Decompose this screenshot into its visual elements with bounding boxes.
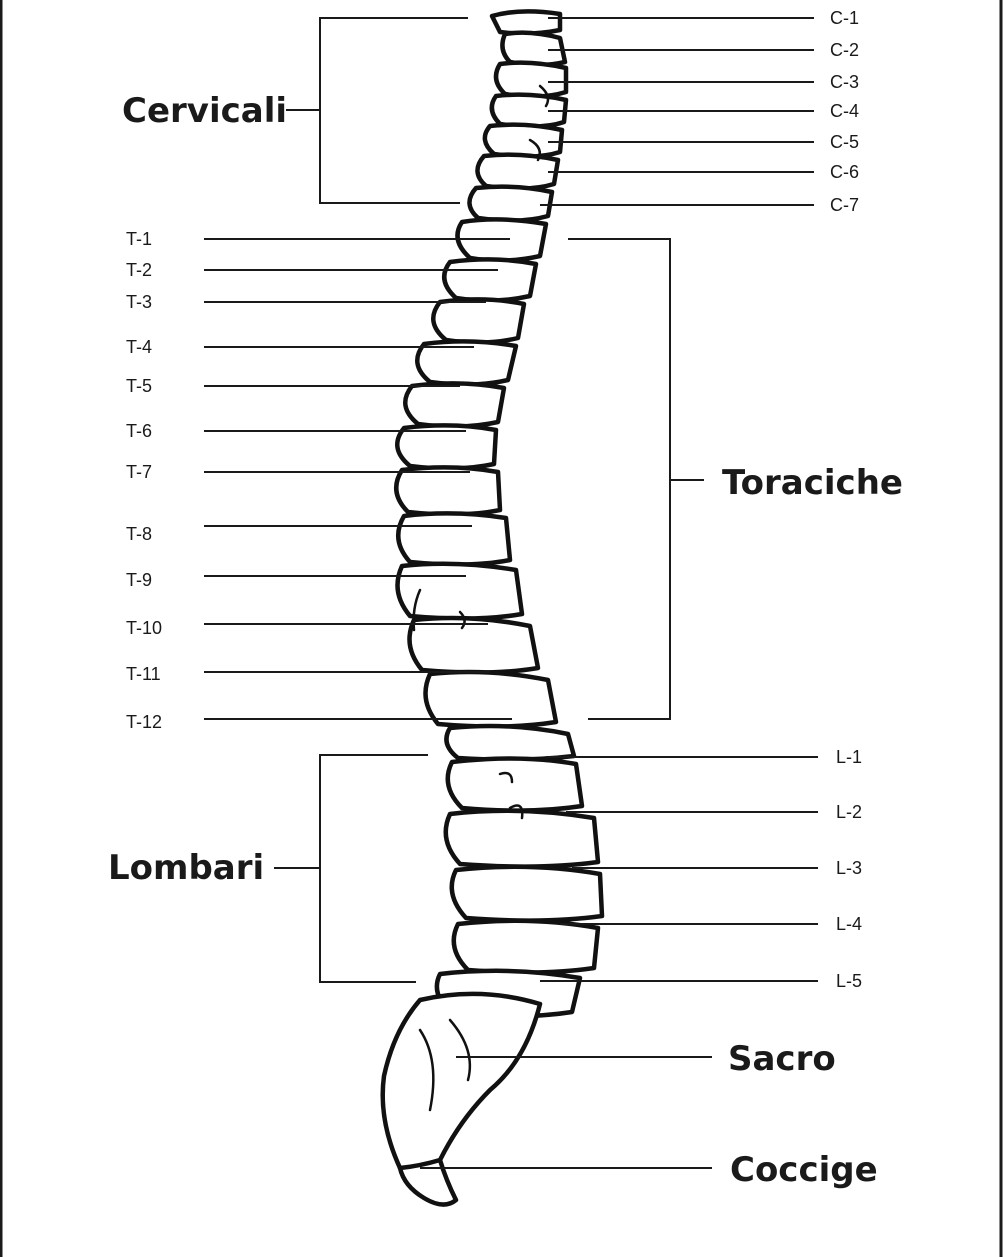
label-c6-text: C-6 — [830, 162, 859, 182]
label-t11-text: T-11 — [126, 664, 161, 684]
label-l3: L-3 — [572, 858, 862, 878]
label-c7: C-7 — [540, 195, 859, 215]
thoracic-vertebrae-illustration — [396, 219, 574, 759]
label-t8-text: T-8 — [126, 524, 152, 544]
label-t9-text: T-9 — [126, 570, 152, 590]
region-label-lumbar: Lombari — [108, 848, 264, 888]
cervical-labels: C-1 C-2 C-3 C-4 C-5 C-6 C-7 — [540, 8, 859, 215]
sacrum-illustration — [383, 994, 540, 1169]
label-t5-text: T-5 — [126, 376, 152, 396]
spine-illustration — [383, 11, 602, 1204]
label-c7-text: C-7 — [830, 195, 859, 215]
label-l4-text: L-4 — [836, 914, 862, 934]
label-l2-text: L-2 — [836, 802, 862, 822]
lumbar-bracket: Lombari — [108, 755, 428, 982]
label-c1: C-1 — [548, 8, 859, 28]
label-c5-text: C-5 — [830, 132, 859, 152]
label-c4: C-4 — [548, 101, 859, 121]
label-l5: L-5 — [540, 971, 862, 991]
label-t1-text: T-1 — [126, 229, 152, 249]
lumbar-vertebrae-illustration — [437, 758, 602, 1016]
label-c2: C-2 — [548, 40, 859, 60]
label-c2-text: C-2 — [830, 40, 859, 60]
label-l2: L-2 — [566, 802, 862, 822]
region-label-coccyx: Coccige — [730, 1150, 878, 1190]
label-t4-text: T-4 — [126, 337, 152, 357]
cervical-bracket: Cervicali — [122, 18, 468, 203]
label-c1-text: C-1 — [830, 8, 859, 28]
label-l3-text: L-3 — [836, 858, 862, 878]
label-c6: C-6 — [548, 162, 859, 182]
label-c4-text: C-4 — [830, 101, 859, 121]
cervical-vertebrae-illustration — [469, 11, 566, 220]
label-t10-text: T-10 — [126, 618, 162, 638]
label-t6-text: T-6 — [126, 421, 152, 441]
label-l4: L-4 — [560, 914, 862, 934]
label-t3: T-3 — [126, 292, 486, 312]
thoracic-bracket: Toraciche — [568, 239, 903, 719]
label-t7-text: T-7 — [126, 462, 152, 482]
label-l5-text: L-5 — [836, 971, 862, 991]
coccyx-illustration — [400, 1160, 456, 1205]
label-c5: C-5 — [548, 132, 859, 152]
label-t12-text: T-12 — [126, 712, 162, 732]
label-c3-text: C-3 — [830, 72, 859, 92]
coccyx-label: Coccige — [420, 1150, 878, 1190]
label-t2-text: T-2 — [126, 260, 152, 280]
region-label-cervical: Cervicali — [122, 91, 287, 131]
label-l1: L-1 — [546, 747, 862, 767]
region-label-thoracic: Toraciche — [722, 463, 903, 503]
label-c3: C-3 — [548, 72, 859, 92]
label-l1-text: L-1 — [836, 747, 862, 767]
label-t3-text: T-3 — [126, 292, 152, 312]
region-label-sacrum: Sacro — [728, 1039, 836, 1079]
label-t1: T-1 — [126, 229, 510, 249]
